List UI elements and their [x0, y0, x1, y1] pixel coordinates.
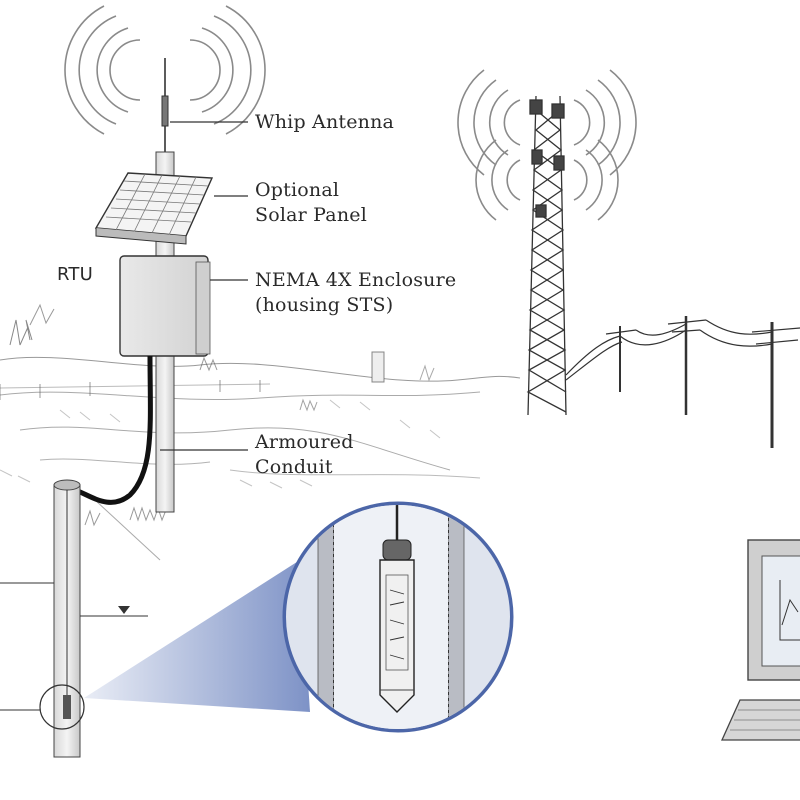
enclosure-label-line1: NEMA 4X Enclosure [255, 269, 457, 291]
enclosure-label-line2: (housing STS) [255, 294, 394, 316]
utility-poles [565, 316, 800, 448]
antenna-signal-icon [64, 5, 266, 135]
whip-antenna-icon [161, 58, 248, 155]
enclosure-label: NEMA 4X Enclosure (housing STS) [255, 268, 456, 318]
conduit-label: Armoured Conduit [255, 430, 354, 480]
communication-tower-icon [526, 95, 567, 416]
conduit-label-line1: Armoured [255, 431, 354, 453]
whip-antenna-label: Whip Antenna [255, 111, 395, 133]
armoured-conduit [74, 355, 248, 505]
solar-panel-label-line2: Solar Panel [255, 204, 367, 226]
keyboard-icon [720, 699, 800, 741]
tower-signal-icon [457, 69, 637, 221]
solar-panel-icon [94, 172, 248, 245]
rtu-label: RTU [57, 264, 93, 285]
landscape [0, 303, 521, 561]
solar-panel-label-line1: Optional [255, 179, 340, 201]
nema-enclosure-icon [119, 255, 248, 357]
solar-panel-label: Optional Solar Panel [255, 178, 367, 228]
detail-callout-beam [84, 560, 310, 712]
well-casing [0, 479, 148, 758]
computer-monitor-icon [747, 539, 800, 681]
conduit-label-line2: Conduit [255, 456, 333, 478]
sensor-detail-inset [282, 501, 514, 733]
